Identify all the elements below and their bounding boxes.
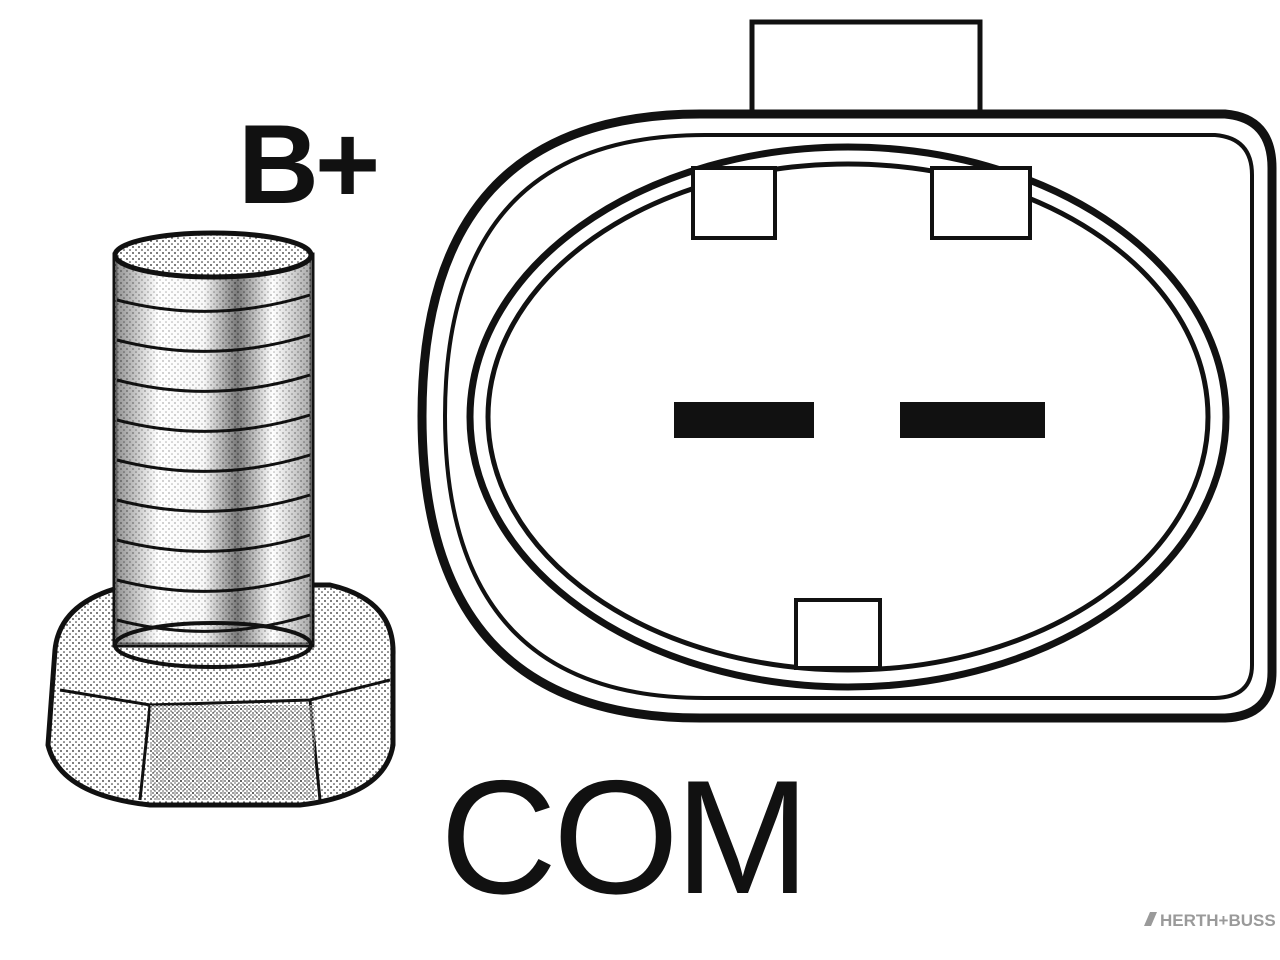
pin-left	[674, 402, 814, 438]
bolt-terminal	[45, 230, 396, 808]
brand-logo-icon	[1144, 912, 1157, 926]
key-notch-right	[930, 166, 1032, 240]
b-plus-label: B+	[238, 102, 376, 227]
pin-right	[900, 402, 1045, 438]
com-label: COM	[440, 747, 806, 928]
bolt-threaded-shaft	[112, 230, 315, 669]
key-notch-left	[691, 166, 777, 240]
connector-inner-seal	[466, 143, 1230, 691]
brand-watermark-text: HERTH+BUSS	[1160, 911, 1276, 930]
herth-buss-watermark: HERTH+BUSS	[1144, 911, 1276, 930]
key-notch-bottom	[794, 598, 882, 670]
connector-top-tab	[749, 19, 983, 120]
connector-housing	[417, 19, 1277, 723]
